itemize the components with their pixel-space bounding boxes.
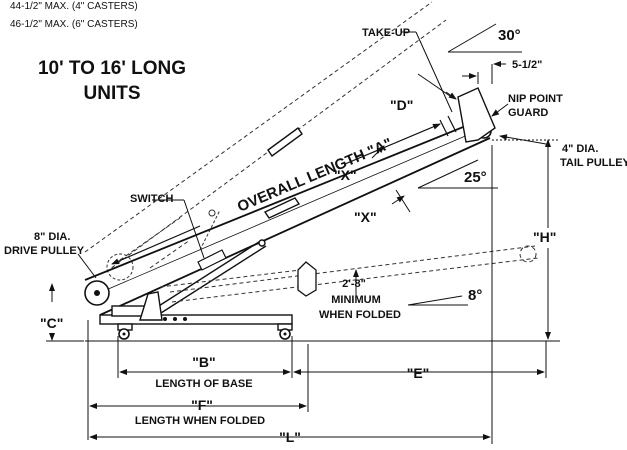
- folded-conveyor-8deg: [159, 245, 539, 303]
- dim-f-label: "F": [191, 397, 213, 413]
- dim-x-lower-ext: [395, 189, 411, 213]
- nip-point-leader: [491, 103, 509, 117]
- caster-wheels: [118, 328, 291, 340]
- dim-c-label: "C": [40, 315, 63, 331]
- main-conveyor-frame: [84, 120, 491, 316]
- dim-l-label: "L": [279, 429, 301, 445]
- minimum-label-line3: WHEN FOLDED: [319, 309, 401, 321]
- raised-conveyor-30deg: [84, 1, 447, 273]
- caster-note-4in: 44-1/2" MAX. (4" CASTERS): [10, 1, 138, 12]
- drive-pulley-label-line2: DRIVE PULLEY: [4, 245, 85, 257]
- minimum-label-line1: 2'-8": [342, 278, 366, 290]
- angle-8-label: 8°: [468, 287, 482, 304]
- dim-e-label: "E": [407, 365, 430, 381]
- nip-point-label-line2: GUARD: [508, 107, 548, 119]
- overall-length-label: OVERALL LENGTH "A": [235, 135, 395, 216]
- main-conveyor-paddle: [263, 197, 301, 219]
- angle-8-arm: [407, 295, 463, 306]
- five-half-label: 5-1/2": [512, 59, 542, 71]
- dim-d-line: [417, 73, 451, 97]
- switch-box: [197, 209, 227, 271]
- base-frame: [99, 291, 293, 331]
- dim-d-label: "D": [390, 97, 413, 113]
- minimum-label-line2: MINIMUM: [331, 294, 381, 306]
- overall-length-arrow: [111, 123, 441, 265]
- caster-note-6in: 46-1/2" MAX. (6" CASTERS): [10, 19, 138, 30]
- length-when-folded-label: LENGTH WHEN FOLDED: [135, 415, 265, 427]
- take-up-bracket: [439, 115, 457, 137]
- tail-pulley-label-line1: 4" DIA.: [562, 143, 598, 155]
- take-up-label: TAKE-UP: [362, 27, 410, 39]
- dim-b-label: "B": [192, 354, 215, 370]
- take-up-leader: [415, 31, 453, 113]
- main-drive-pulley: [84, 280, 110, 306]
- length-of-base-label: LENGTH OF BASE: [155, 378, 252, 390]
- angle-25-arm: [417, 159, 479, 189]
- drive-pulley-label-line1: 8" DIA.: [34, 231, 70, 243]
- dim-x-upper-label: "X": [334, 167, 357, 183]
- tail-pulley-leader: [499, 134, 547, 145]
- raised-drive-pulley-dashed: [106, 253, 134, 281]
- nip-point-guard: [457, 87, 496, 143]
- angle-30-arm: [447, 23, 497, 53]
- switch-label: SWITCH: [130, 193, 173, 205]
- angle-30-label: 30°: [498, 27, 521, 44]
- unit-title-line2: UNITS: [84, 83, 141, 104]
- drive-pulley-leader: [77, 253, 97, 279]
- raised-conveyor-paddle: [267, 127, 303, 157]
- angle-25-label: 25°: [464, 169, 487, 186]
- dim-h-label: "H": [533, 229, 556, 245]
- tail-pulley-label-line2: TAIL PULLEY: [560, 157, 627, 169]
- dim-d-arrow: [445, 91, 457, 100]
- dim-x-lower-label: "X": [354, 209, 377, 225]
- unit-title-line1: 10' TO 16' LONG: [38, 58, 186, 79]
- folded-conveyor-paddle: [297, 261, 317, 297]
- base-bolts: [163, 317, 187, 321]
- dim-x-lower-arrow: [391, 195, 405, 205]
- nip-point-label-line1: NIP POINT: [508, 93, 563, 105]
